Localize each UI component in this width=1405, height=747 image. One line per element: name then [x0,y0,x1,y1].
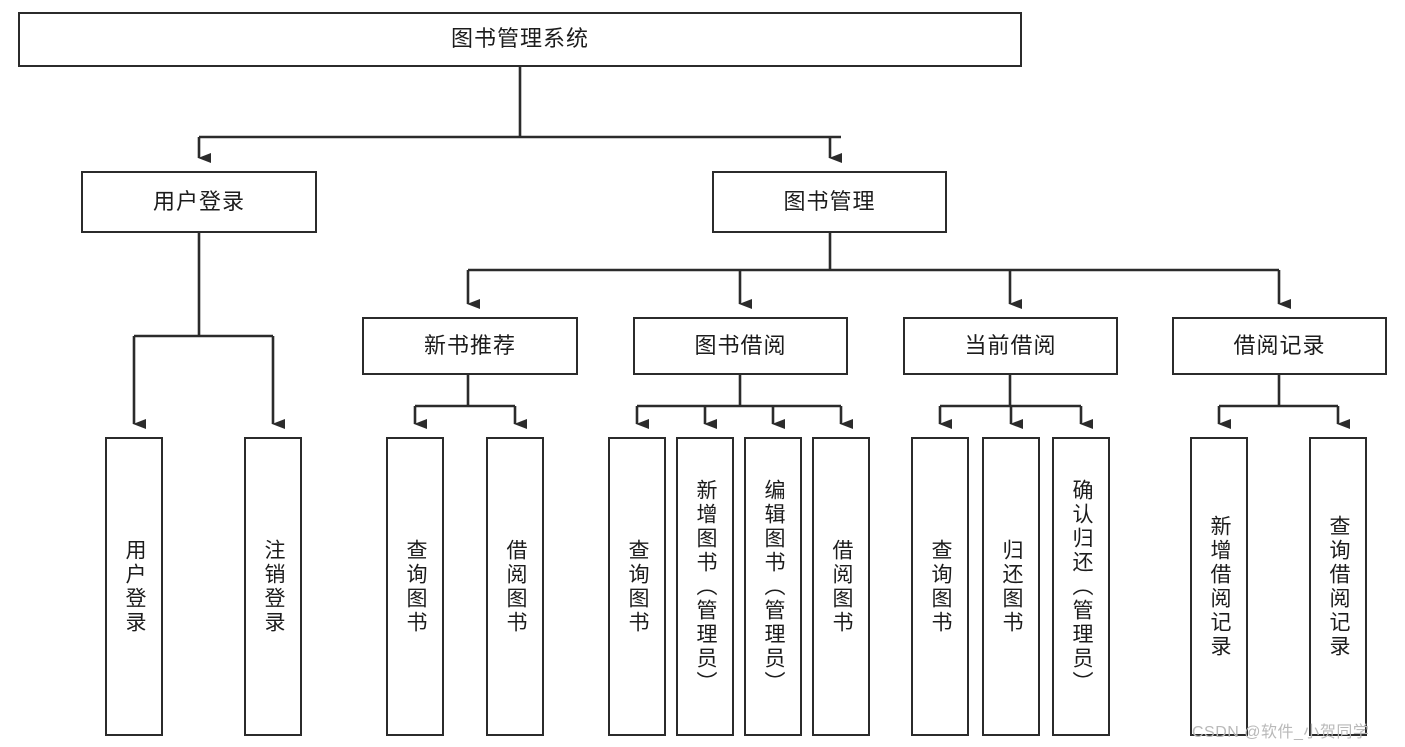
node-leaf-return-book-label: 归还图书 [1000,538,1024,635]
node-leaf-borrow-book-label: 借阅图书 [830,538,854,635]
node-leaf-add-record-label: 新增借阅记录 [1208,514,1232,659]
node-root[interactable]: 图书管理系统 [18,12,1022,67]
node-current-borrow-label: 当前借阅 [964,332,1057,358]
node-leaf-borrow-book-rec-label: 借阅图书 [504,538,528,635]
node-borrow-record[interactable]: 借阅记录 [1172,317,1387,375]
node-current-borrow[interactable]: 当前借阅 [903,317,1118,375]
node-leaf-user-login[interactable]: 用户登录 [105,437,163,736]
node-book-manage[interactable]: 图书管理 [712,171,947,233]
node-leaf-query-record-label: 查询借阅记录 [1327,514,1351,659]
node-leaf-borrow-book[interactable]: 借阅图书 [812,437,870,736]
node-leaf-query-book-rec[interactable]: 查询图书 [386,437,444,736]
node-leaf-query-book-borrow[interactable]: 查询图书 [608,437,666,736]
node-leaf-confirm-return-label: 确认归还（管理员） [1070,478,1094,695]
node-leaf-confirm-return[interactable]: 确认归还（管理员） [1052,437,1110,736]
node-new-book-rec[interactable]: 新书推荐 [362,317,578,375]
node-book-borrow-label: 图书借阅 [694,332,787,358]
node-leaf-query-record[interactable]: 查询借阅记录 [1309,437,1367,736]
node-leaf-query-book-current[interactable]: 查询图书 [911,437,969,736]
node-book-borrow[interactable]: 图书借阅 [633,317,848,375]
node-user-login[interactable]: 用户登录 [81,171,317,233]
node-leaf-query-book-borrow-label: 查询图书 [626,538,650,635]
node-leaf-add-book[interactable]: 新增图书（管理员） [676,437,734,736]
node-leaf-user-login-label: 用户登录 [123,538,147,635]
node-leaf-return-book[interactable]: 归还图书 [982,437,1040,736]
node-leaf-edit-book[interactable]: 编辑图书（管理员） [744,437,802,736]
node-leaf-edit-book-label: 编辑图书（管理员） [762,478,786,695]
node-new-book-rec-label: 新书推荐 [423,332,516,358]
node-leaf-logout[interactable]: 注销登录 [244,437,302,736]
node-leaf-borrow-book-rec[interactable]: 借阅图书 [486,437,544,736]
node-leaf-add-record[interactable]: 新增借阅记录 [1190,437,1248,736]
node-book-manage-label: 图书管理 [783,188,876,214]
node-leaf-query-book-rec-label: 查询图书 [404,538,428,635]
node-borrow-record-label: 借阅记录 [1233,332,1326,358]
node-leaf-query-book-current-label: 查询图书 [929,538,953,635]
node-leaf-add-book-label: 新增图书（管理员） [694,478,718,695]
node-user-login-label: 用户登录 [152,188,245,214]
csdn-watermark: CSDN @软件_小贺同学 [1192,724,1370,741]
node-leaf-logout-label: 注销登录 [262,538,286,635]
node-root-label: 图书管理系统 [450,26,589,52]
